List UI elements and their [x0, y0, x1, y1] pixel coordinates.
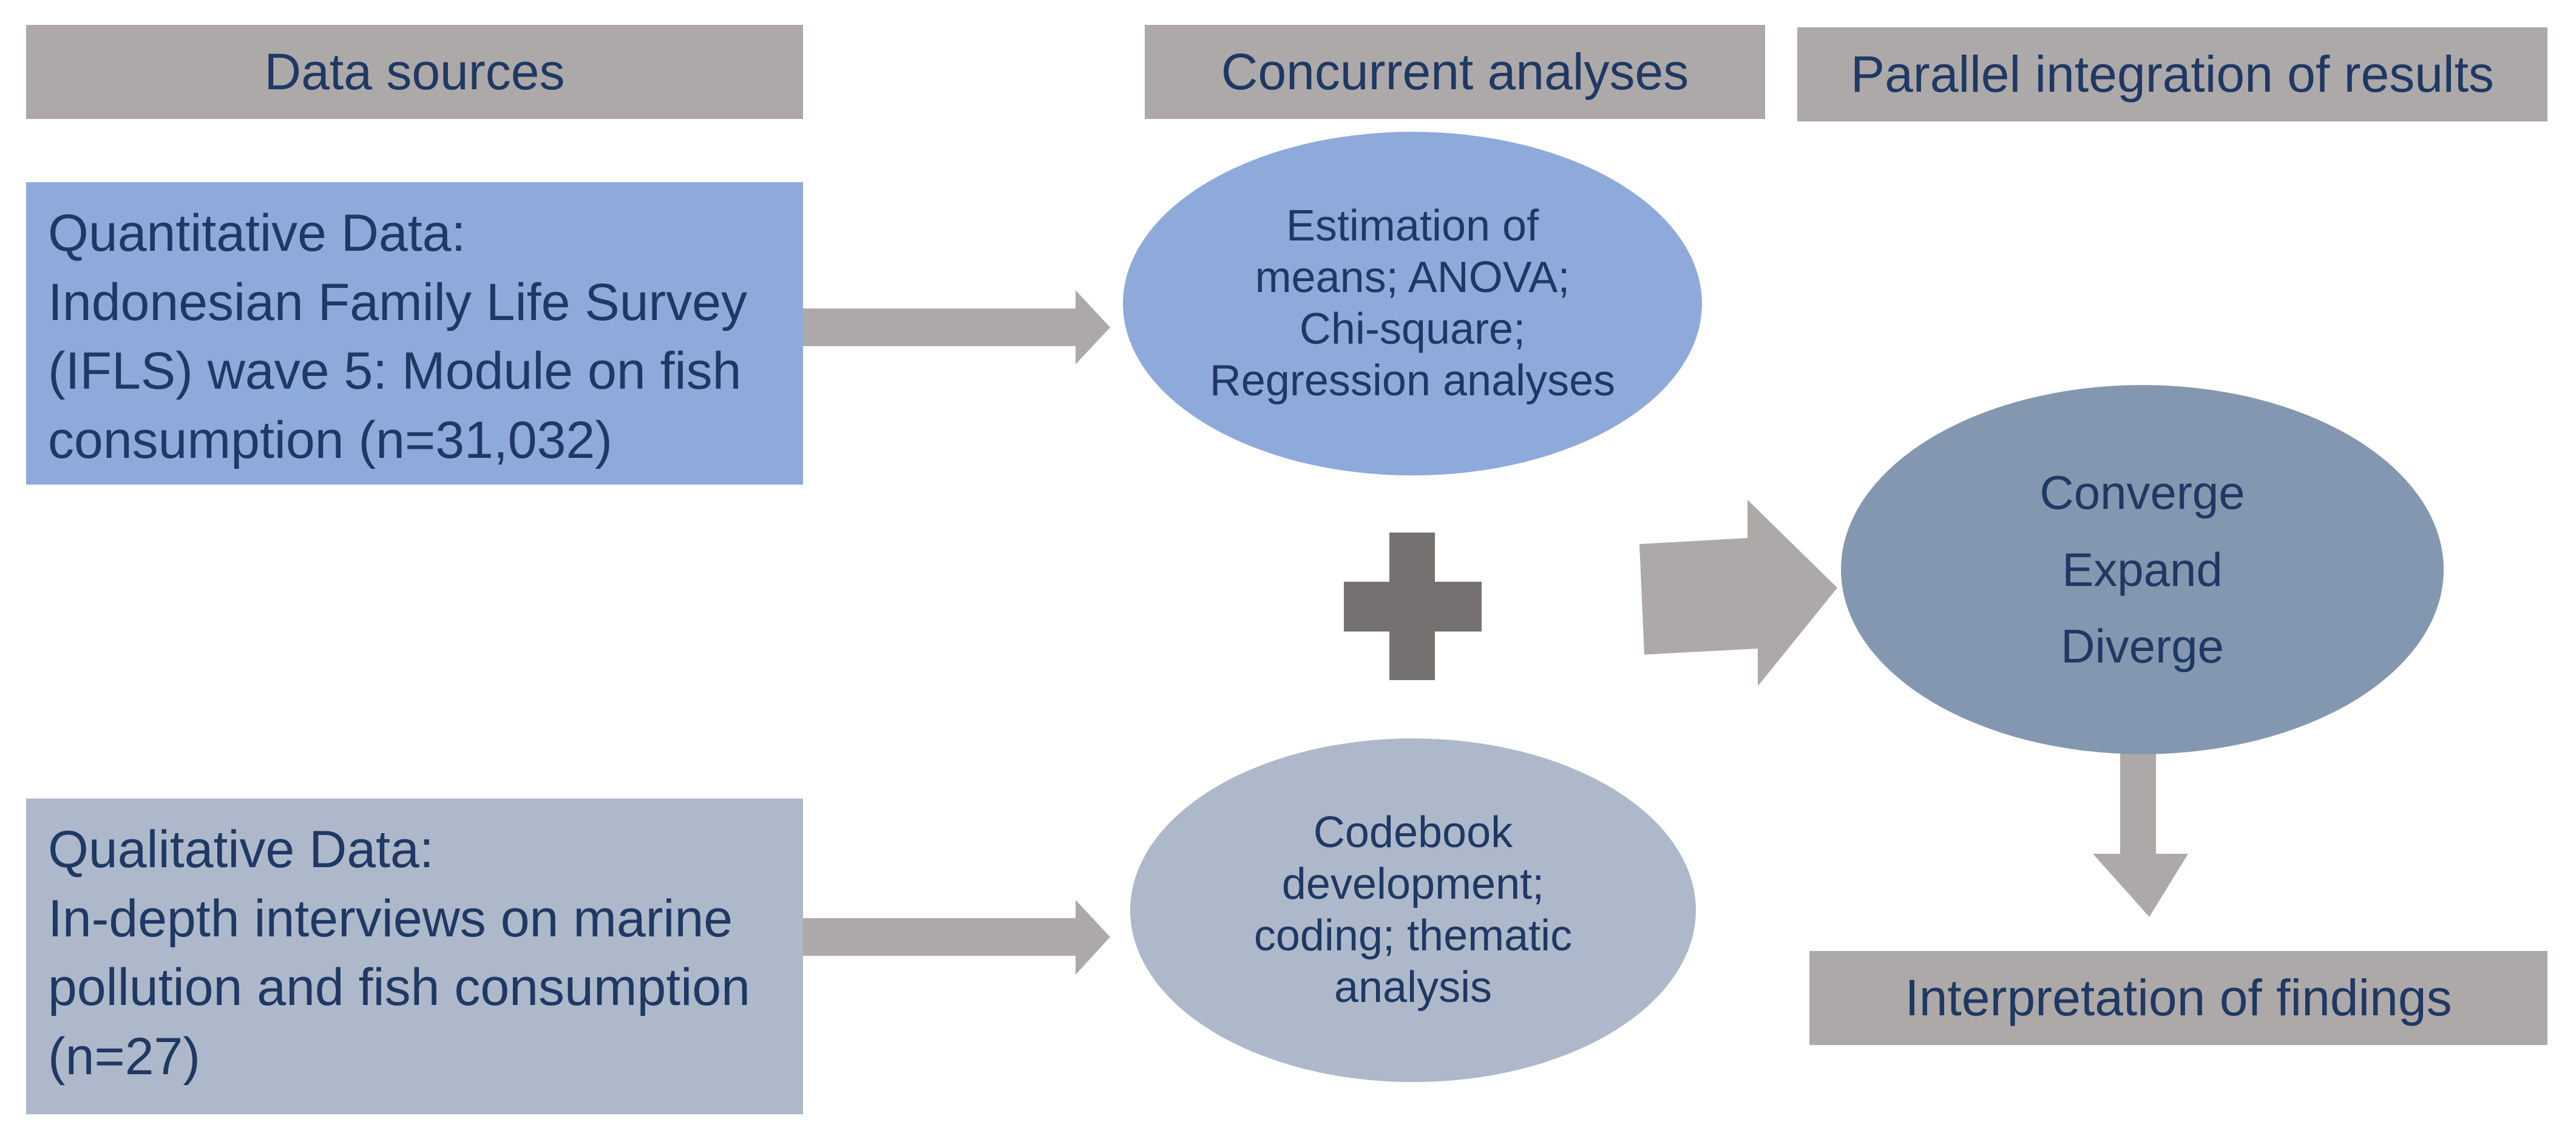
integration-ellipse: Converge Expand Diverge: [1841, 385, 2444, 754]
qual-analysis-line: analysis: [1334, 962, 1493, 1012]
qualitative-line: pollution and fish consumption: [48, 958, 750, 1017]
qualitative-data-box: Qualitative Data: In-depth interviews on…: [26, 799, 803, 1114]
qualitative-line: (n=27): [48, 1027, 200, 1086]
header-data-sources: Data sources: [26, 25, 803, 119]
quant-analysis-line: means; ANOVA;: [1255, 253, 1570, 302]
qualitative-line: Qualitative Data:: [48, 820, 434, 879]
quantitative-line: (IFLS) wave 5: Module on fish: [48, 342, 742, 401]
quantitative-analysis-ellipse: Estimation of means; ANOVA; Chi-square; …: [1123, 132, 1702, 475]
quantitative-line: Quantitative Data:: [48, 204, 466, 262]
qualitative-line: In-depth interviews on marine: [48, 889, 733, 948]
qual-analysis-line: development;: [1281, 860, 1545, 909]
qual-analysis-line: coding; thematic: [1253, 911, 1573, 960]
interpretation-box: Interpretation of findings: [1809, 951, 2547, 1045]
quantitative-line: Indonesian Family Life Survey: [48, 273, 748, 332]
quantitative-data-box: Quantitative Data: Indonesian Family Lif…: [26, 182, 803, 485]
quant-analysis-line: Estimation of: [1286, 202, 1539, 251]
quant-to-analysis-arrow: [802, 290, 1110, 364]
integration-expand: Expand: [2062, 542, 2223, 596]
qual-to-analysis-arrow: [802, 900, 1110, 975]
to-interpretation-arrow: [2093, 753, 2188, 917]
qual-analysis-line: Codebook: [1313, 808, 1513, 857]
header-concurrent-analyses: Concurrent analyses: [1145, 25, 1765, 119]
qualitative-analysis-ellipse: Codebook development; coding; thematic a…: [1130, 738, 1696, 1082]
quant-analysis-line: Regression analyses: [1209, 356, 1616, 405]
quant-analysis-line: Chi-square;: [1299, 305, 1526, 353]
header-parallel-integration: Parallel integration of results: [1797, 27, 2547, 121]
integration-converge: Converge: [2039, 466, 2245, 520]
plus-icon: [1344, 533, 1482, 680]
to-integration-arrow: [1639, 500, 1837, 686]
integration-diverge: Diverge: [2061, 619, 2224, 673]
quantitative-line: consumption (n=31,032): [48, 410, 612, 469]
